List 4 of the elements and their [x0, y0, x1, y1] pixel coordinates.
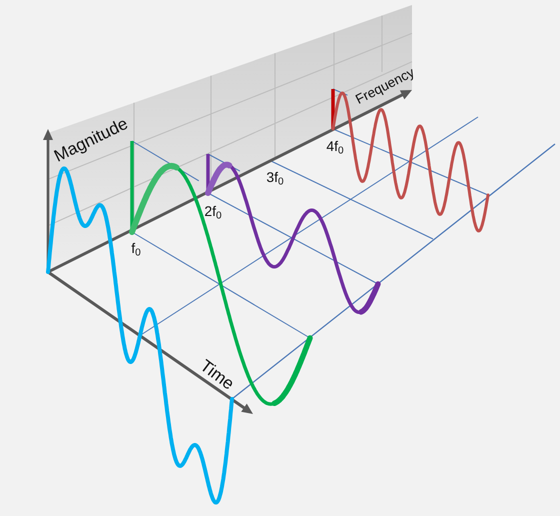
tick-label: f$_{0}$: [131, 240, 141, 256]
tick-label: 4f$_{0}$: [326, 138, 344, 154]
tick-label: 2f$_{0}$: [204, 202, 222, 220]
tick-label: 3f$_{0}$: [266, 168, 284, 186]
